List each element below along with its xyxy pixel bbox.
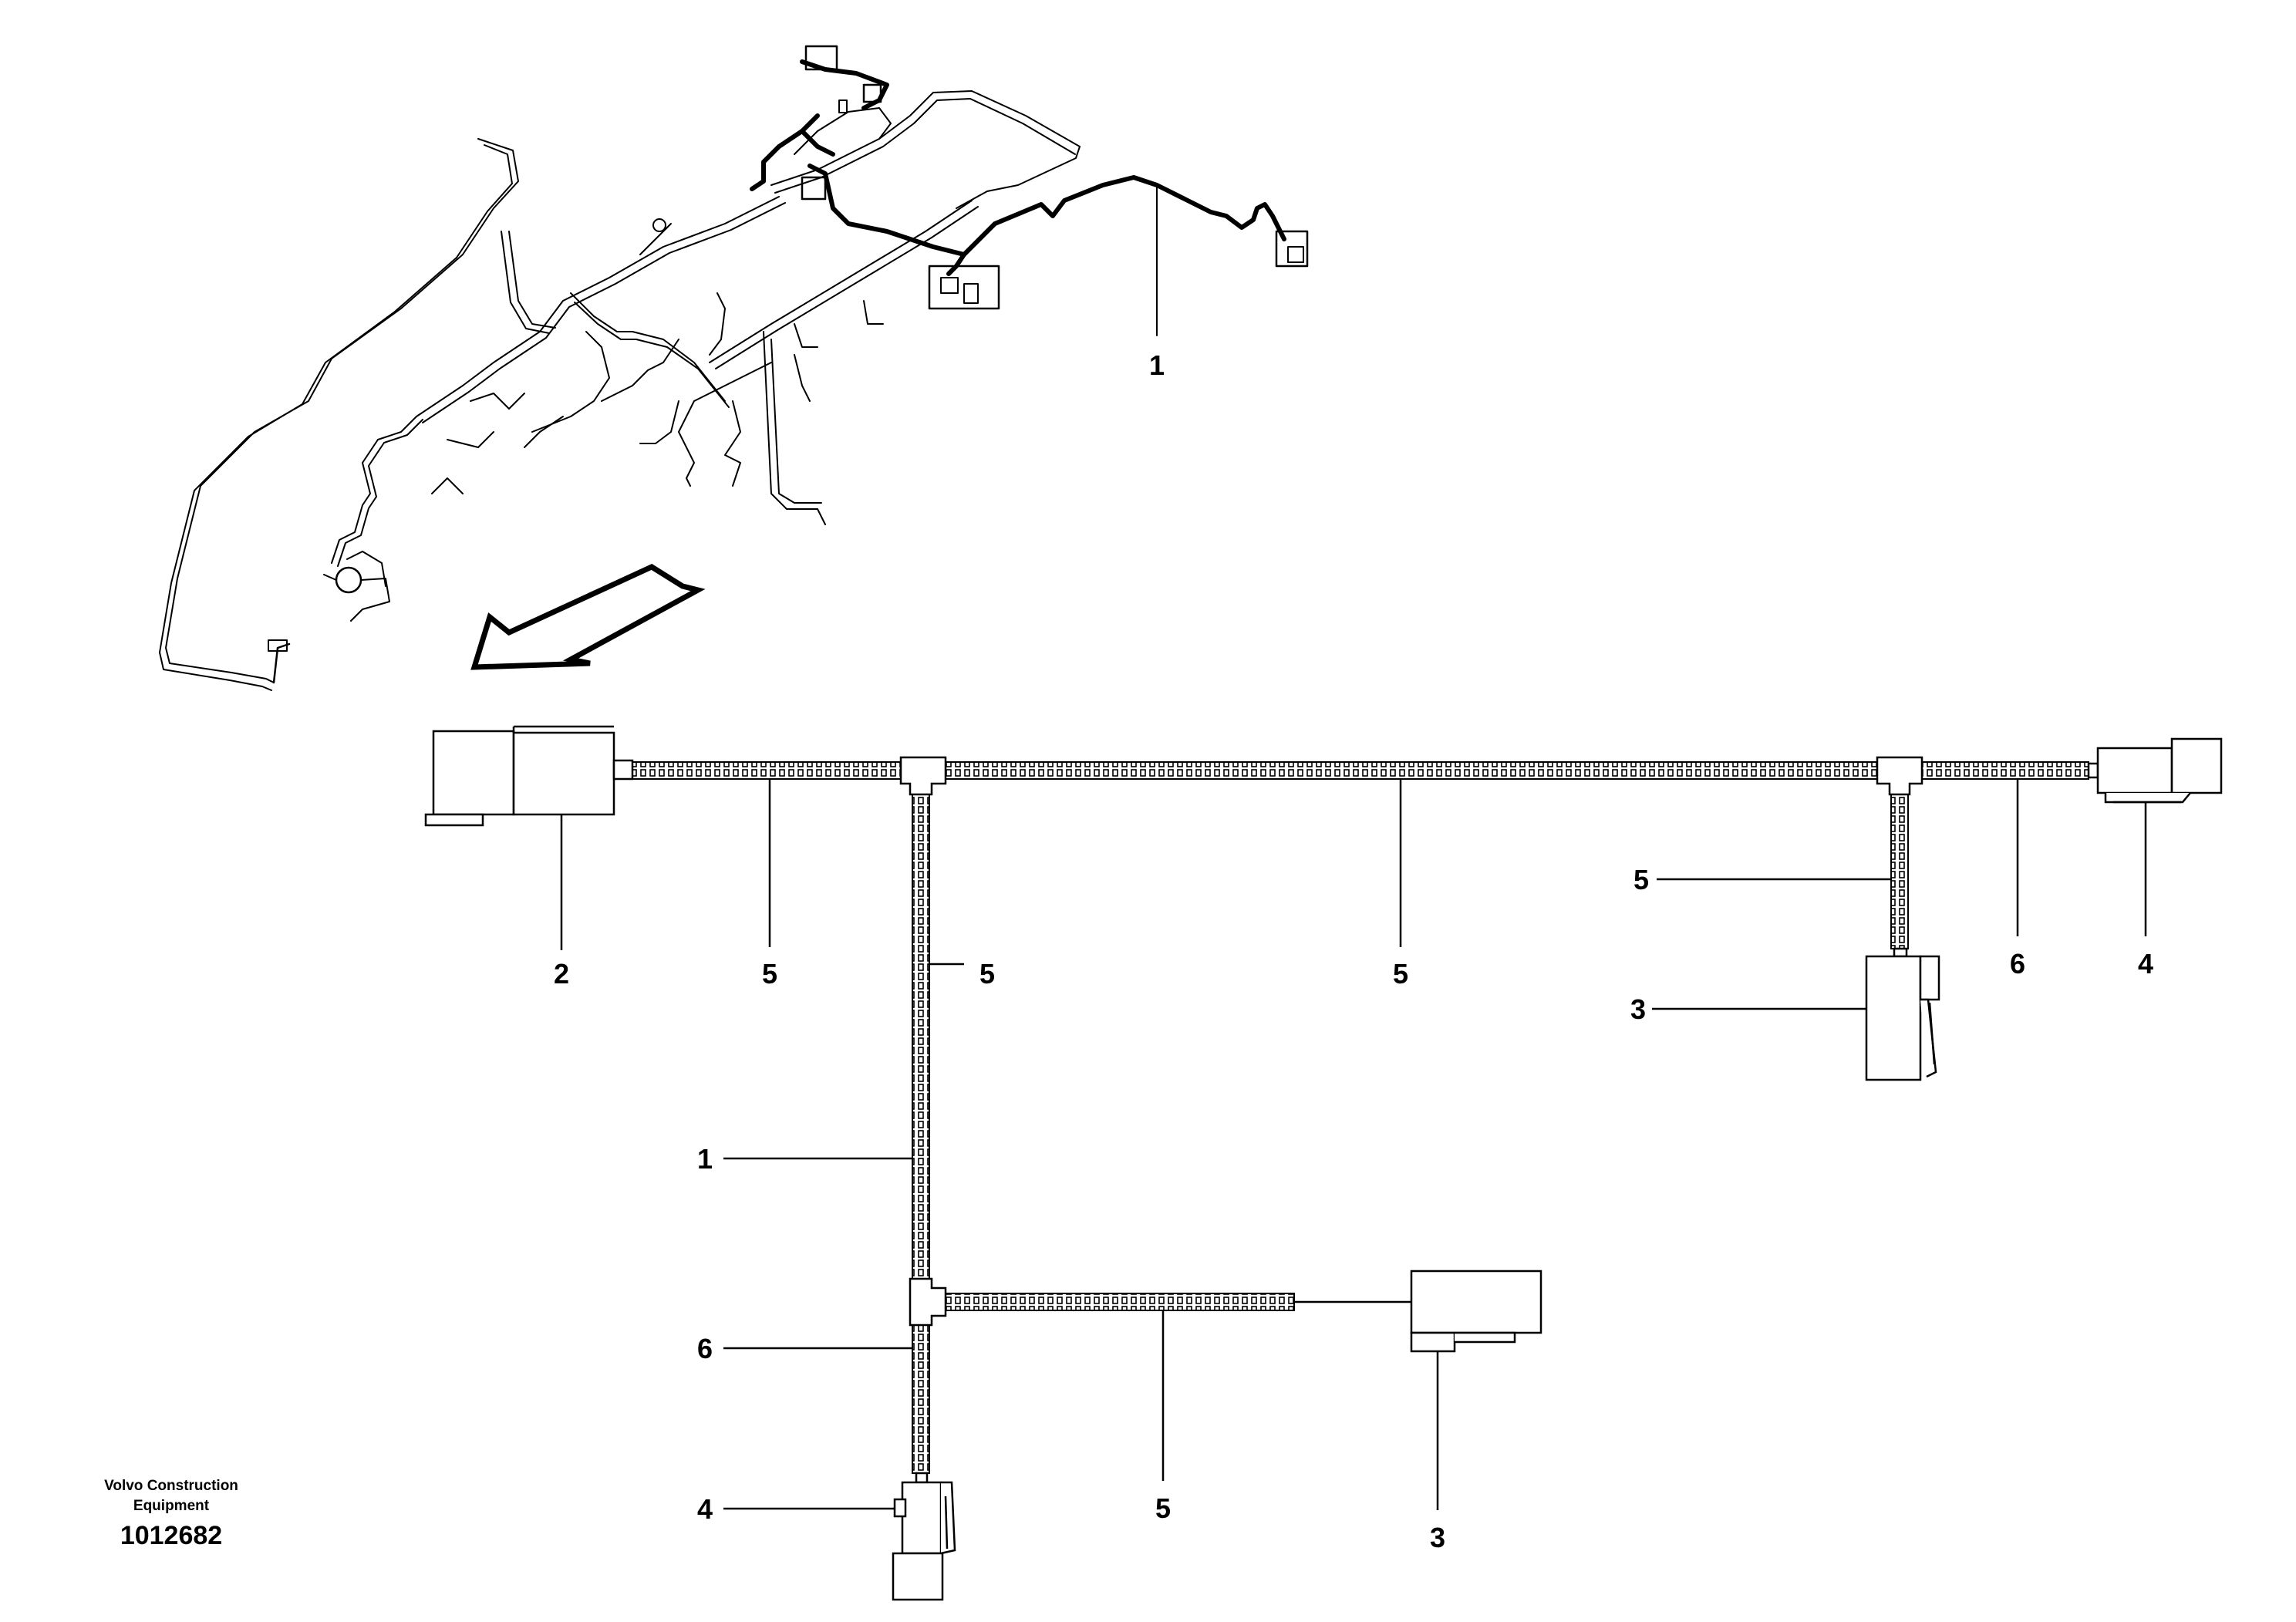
junction-top-left <box>899 756 947 796</box>
callout-5: 5 <box>1393 958 1408 990</box>
connector-4-right <box>2087 737 2223 804</box>
drawing-reference-number: 1012682 <box>120 1521 223 1550</box>
callout-2: 2 <box>554 958 569 990</box>
callout-5: 5 <box>1155 1492 1171 1524</box>
machine-overview-sketch <box>159 45 1309 691</box>
direction-arrow-icon <box>470 564 706 670</box>
callout-4: 4 <box>697 1493 713 1525</box>
callout-5: 5 <box>979 958 995 990</box>
brand-line-1: Volvo Construction <box>104 1478 238 1494</box>
callout-5: 5 <box>762 958 777 990</box>
callout-6: 6 <box>697 1333 713 1364</box>
callout-1: 1 <box>697 1143 713 1175</box>
callout-3: 3 <box>1630 993 1646 1025</box>
harness-schematic <box>424 725 2223 1601</box>
connector-3-bottom <box>1294 1270 1542 1353</box>
junction-bottom <box>909 1277 947 1327</box>
brand-line-2: Equipment <box>133 1498 210 1514</box>
connector-3-right <box>1865 947 1940 1081</box>
callout-3: 3 <box>1430 1522 1445 1553</box>
callout-labels: 1 2 5 5 5 5 6 4 3 1 6 4 5 3 <box>554 349 2153 1553</box>
connector-4-bottom <box>892 1472 956 1601</box>
callout-6: 6 <box>2010 948 2025 980</box>
callout-1-top: 1 <box>1149 349 1165 381</box>
callout-4: 4 <box>2138 948 2153 980</box>
callout-5: 5 <box>1633 864 1649 895</box>
connector-2 <box>424 725 634 827</box>
junction-top-right <box>1876 756 1923 796</box>
footer-label: Volvo Construction Equipment 1012682 <box>86 1476 256 1551</box>
